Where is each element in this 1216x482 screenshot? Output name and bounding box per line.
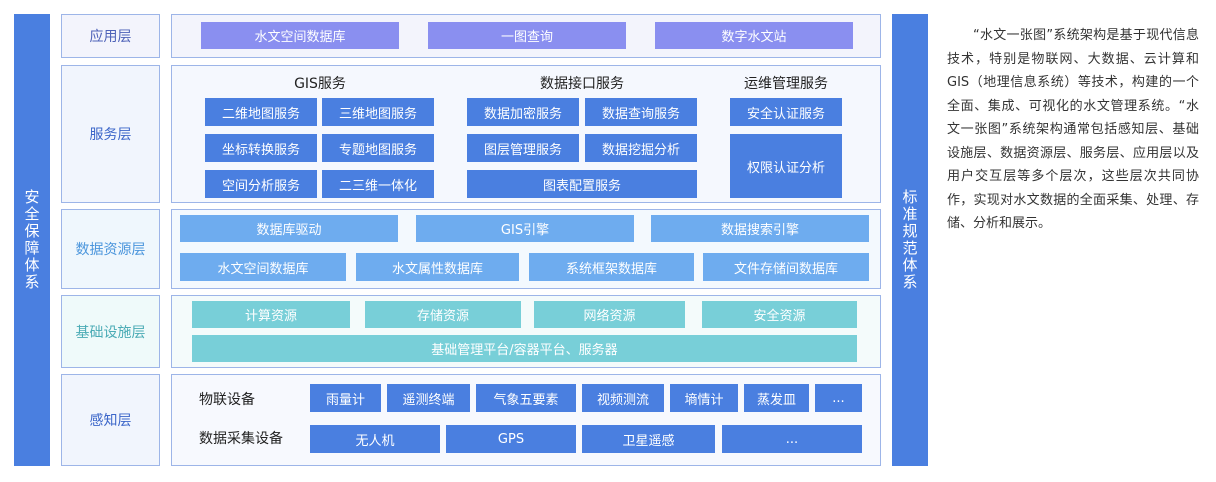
collect-device-item: GPS	[446, 425, 576, 453]
security-system-label: 安全保障体系	[22, 189, 41, 291]
app-item: 一图查询	[428, 22, 626, 49]
iot-device-label: 物联设备	[199, 392, 255, 408]
collect-device-label: 数据采集设备	[199, 431, 283, 447]
architecture-description: “水文一张图”系统架构是基于现代信息技术，特别是物联网、大数据、云计算和GIS（…	[947, 28, 1199, 231]
data-resource-item: 数据搜索引擎	[651, 215, 869, 242]
data-resource-item: 水文属性数据库	[356, 253, 519, 281]
app-layer-label: 应用层	[61, 14, 160, 58]
standards-system-bar: 标准规范体系	[892, 14, 928, 466]
ops-service-title: 运维管理服务	[744, 76, 828, 92]
gis-service-title: GIS服务	[294, 76, 346, 92]
iot-device-item: 气象五要素	[476, 384, 576, 412]
iot-device-item: 墒情计	[670, 384, 738, 412]
ops-service-item: 权限认证分析	[730, 134, 842, 198]
infra-resource-item: 网络资源	[534, 301, 685, 328]
app-item: 数字水文站	[655, 22, 853, 49]
infra-resource-item: 安全资源	[702, 301, 857, 328]
iot-device-item: 蒸发皿	[744, 384, 809, 412]
interface-service-title: 数据接口服务	[540, 76, 624, 92]
app-item: 水文空间数据库	[201, 22, 399, 49]
data-resource-item: 数据库驱动	[180, 215, 398, 242]
infra-resource-item: 存储资源	[365, 301, 521, 328]
infra-platform-item: 基础管理平台/容器平台、服务器	[192, 335, 857, 362]
interface-service-item: 数据挖掘分析	[585, 134, 697, 162]
collect-device-item: 卫星遥感	[582, 425, 715, 453]
gis-service-item: 二维地图服务	[205, 98, 317, 126]
collect-device-item: 无人机	[310, 425, 440, 453]
iot-device-item: 雨量计	[310, 384, 381, 412]
interface-service-item: 图层管理服务	[467, 134, 579, 162]
service-layer-label: 服务层	[61, 65, 160, 203]
standards-system-label: 标准规范体系	[900, 189, 919, 291]
iot-device-item: ...	[815, 384, 862, 412]
data-resource-item: 系统框架数据库	[529, 253, 694, 281]
data-layer-label: 数据资源层	[61, 209, 160, 289]
gis-service-item: 坐标转换服务	[205, 134, 317, 162]
infra-layer-label: 基础设施层	[61, 295, 160, 368]
infra-resource-item: 计算资源	[192, 301, 350, 328]
gis-service-item: 三维地图服务	[322, 98, 434, 126]
sense-layer-label: 感知层	[61, 374, 160, 466]
gis-service-item: 空间分析服务	[205, 170, 317, 198]
gis-service-item: 专题地图服务	[322, 134, 434, 162]
data-resource-item: GIS引擎	[416, 215, 634, 242]
interface-service-item: 图表配置服务	[467, 170, 697, 198]
security-system-bar: 安全保障体系	[14, 14, 50, 466]
data-resource-item: 水文空间数据库	[180, 253, 346, 281]
data-resource-item: 文件存储间数据库	[703, 253, 869, 281]
interface-service-item: 数据查询服务	[585, 98, 697, 126]
iot-device-item: 遥测终端	[387, 384, 470, 412]
interface-service-item: 数据加密服务	[467, 98, 579, 126]
collect-device-item: ...	[722, 425, 862, 453]
iot-device-item: 视频测流	[582, 384, 664, 412]
ops-service-item: 安全认证服务	[730, 98, 842, 126]
gis-service-item: 二三维一体化	[322, 170, 434, 198]
